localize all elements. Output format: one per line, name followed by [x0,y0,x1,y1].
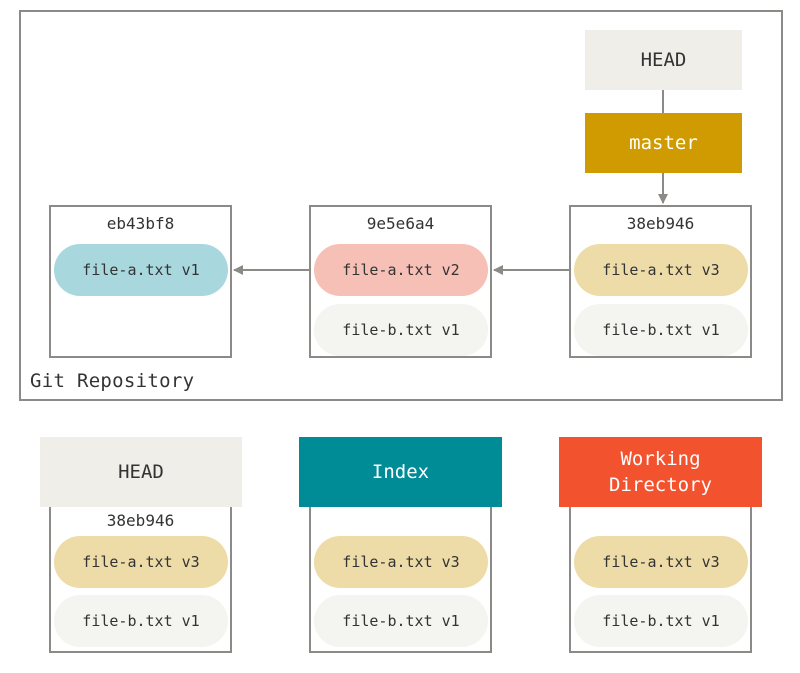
commit-sha: eb43bf8 [106,214,175,233]
file-pill: file-a.txt v1 [54,244,228,296]
git-repository-frame [19,10,783,401]
commit-eb43bf8: eb43bf8 file-a.txt v1 [49,205,232,358]
file-pill: file-a.txt v2 [314,244,488,296]
head-tree-label: HEAD [40,437,242,507]
file-pill: file-a.txt v3 [54,536,228,588]
git-repository-label: Git Repository [30,370,195,392]
index-tree-label: Index [299,437,502,507]
file-pill: file-b.txt v1 [574,595,748,647]
working-directory-tree-box: file-a.txt v3 file-b.txt v1 [569,495,752,653]
working-directory-label-line1: Working [620,448,701,470]
file-pill: file-b.txt v1 [314,304,488,356]
head-tree-sha: 38eb946 [106,511,175,530]
head-tree-box: 38eb946 file-a.txt v3 file-b.txt v1 [49,495,232,653]
file-pill: file-a.txt v3 [574,536,748,588]
master-branch-ref: master [585,113,742,173]
repo-head-ref: HEAD [585,30,742,90]
commit-9e5e6a4: 9e5e6a4 file-a.txt v2 file-b.txt v1 [309,205,492,358]
working-directory-tree-label: Working Directory [559,437,762,507]
commit-sha: 38eb946 [626,214,695,233]
file-pill: file-a.txt v3 [314,536,488,588]
file-pill: file-b.txt v1 [574,304,748,356]
commit-38eb946: 38eb946 file-a.txt v3 file-b.txt v1 [569,205,752,358]
file-pill: file-b.txt v1 [314,595,488,647]
commit-sha: 9e5e6a4 [366,214,435,233]
file-pill: file-b.txt v1 [54,595,228,647]
working-directory-label-line2: Directory [609,474,712,496]
file-pill: file-a.txt v3 [574,244,748,296]
